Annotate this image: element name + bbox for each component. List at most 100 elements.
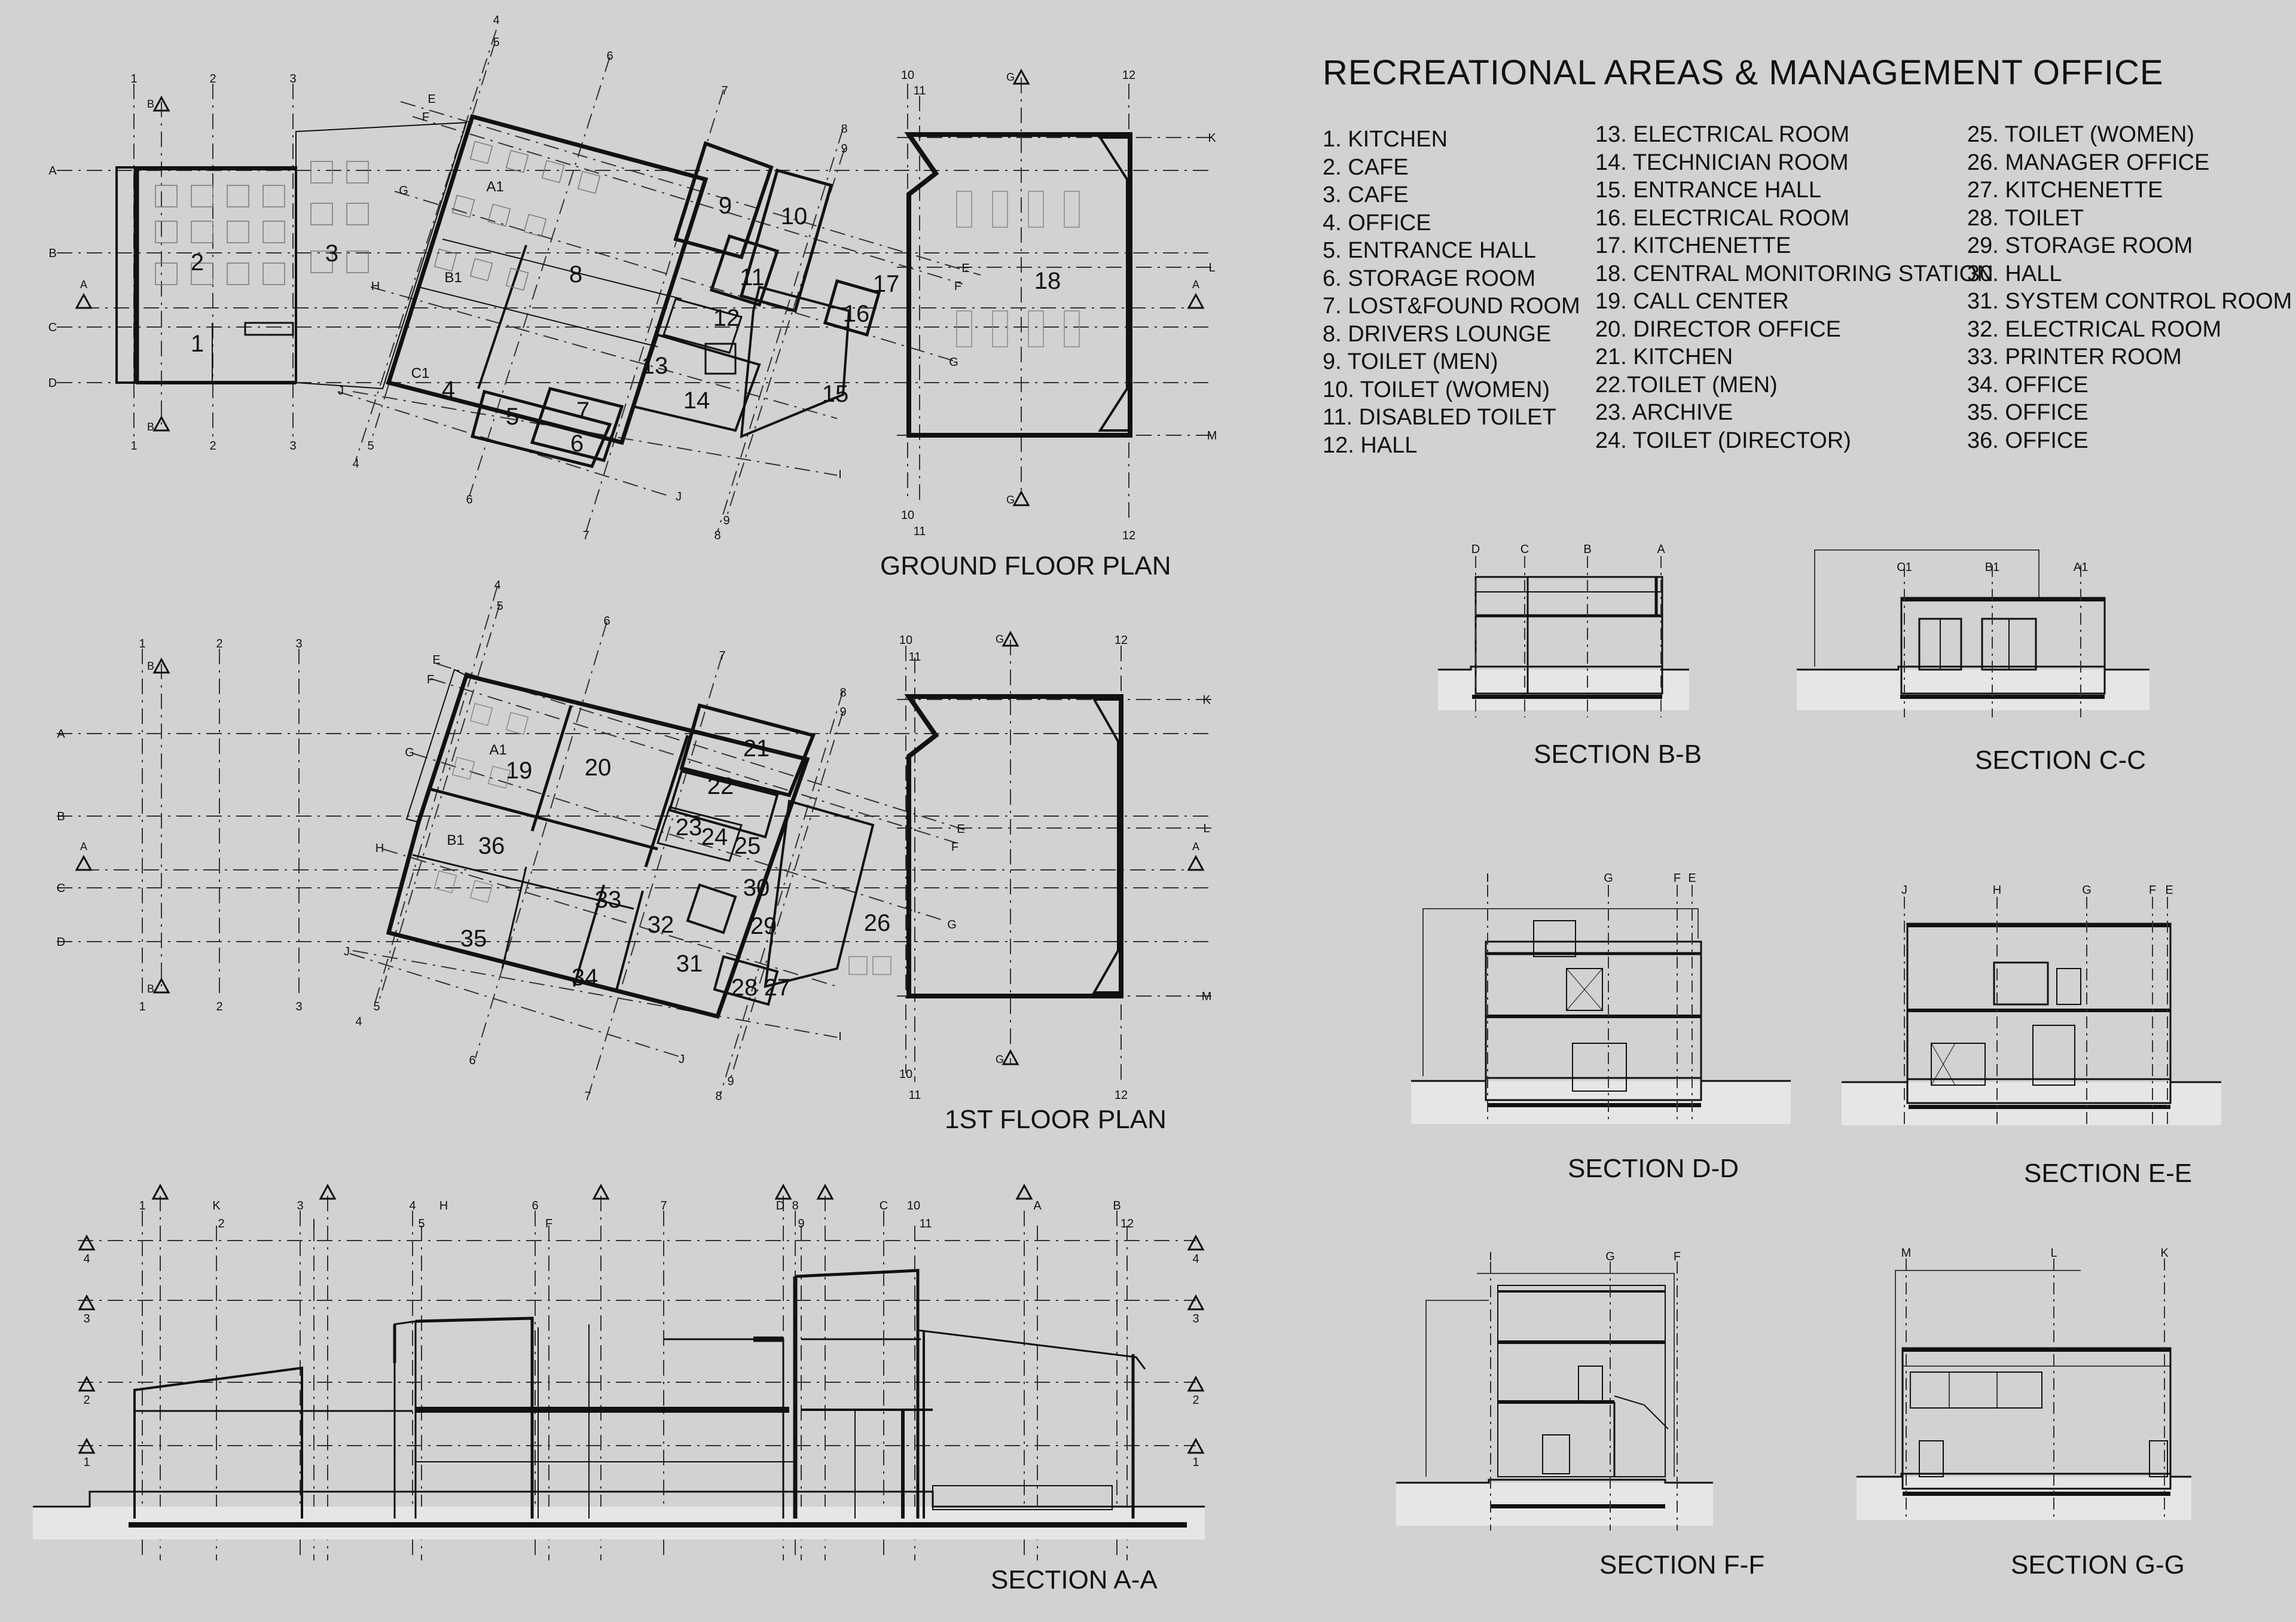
legend-item: 23. ARCHIVE xyxy=(1595,400,1733,425)
grid-label: 5 xyxy=(367,439,374,453)
section-aa-grid-label: 4 xyxy=(409,1199,416,1212)
section-grid-label: H xyxy=(1993,884,2001,897)
room-label: 34 xyxy=(572,964,599,991)
legend-item: 14. TECHNICIAN ROOM xyxy=(1595,149,1849,175)
room-label: 5 xyxy=(506,404,519,430)
legend-item: 30. HALL xyxy=(1967,261,2062,286)
grid-label: 3 xyxy=(289,72,296,85)
section-mark-label: B xyxy=(147,983,154,995)
grid-label: D xyxy=(48,377,57,390)
section-aa-grid-label: 1 xyxy=(139,1199,145,1212)
room-label: 25 xyxy=(734,833,761,859)
grid-label: I xyxy=(838,468,842,481)
grid-label: 10 xyxy=(899,634,912,647)
section-grid-label: I xyxy=(1489,1250,1492,1263)
section-ee-caption: SECTION E-E xyxy=(2024,1159,2193,1188)
level-label: 1 xyxy=(1192,1456,1199,1469)
section-aa-grid-label: F xyxy=(545,1217,552,1230)
section-aa-grid-label: I xyxy=(312,1217,316,1230)
section-dd-caption: SECTION D-D xyxy=(1568,1154,1739,1183)
room-label: 32 xyxy=(648,912,674,938)
sub-label: C1 xyxy=(411,365,430,381)
legend-item: 12. HALL xyxy=(1323,432,1418,458)
grid-line-h xyxy=(370,286,838,419)
grid-label: 5 xyxy=(493,36,499,49)
grid-label: 4 xyxy=(352,457,359,471)
grid-label: 11 xyxy=(909,650,921,664)
grid-line-7 xyxy=(585,89,724,533)
room-label: 17 xyxy=(873,271,900,297)
section-grid-label: G xyxy=(1605,1250,1615,1263)
grid-label: B xyxy=(57,810,65,823)
section-grid-label: E xyxy=(2165,884,2173,897)
legend-item: 8. DRIVERS LOUNGE xyxy=(1323,321,1552,347)
section-aa-grid-label: 7 xyxy=(660,1199,667,1212)
room-label: 24 xyxy=(701,824,728,850)
grid-line-8 xyxy=(717,128,844,533)
legend-item: 16. ELECTRICAL ROOM xyxy=(1595,205,1850,231)
grid-label: E xyxy=(961,262,969,275)
room-label: 15 xyxy=(822,381,849,407)
legend-item: 11. DISABLED TOILET xyxy=(1323,405,1556,430)
section-aa-grid-label: D xyxy=(776,1199,784,1212)
legend-item: 15. ENTRANCE HALL xyxy=(1595,178,1822,203)
legend-item: 36. OFFICE xyxy=(1967,427,2089,453)
grid-label: 8 xyxy=(714,529,720,542)
grid-line-h xyxy=(382,848,838,987)
legend-item: 21. KITCHEN xyxy=(1595,344,1733,369)
section-bb-drawing: D C B A xyxy=(1438,543,1689,717)
room-label: 13 xyxy=(642,353,668,379)
grid-label: 11 xyxy=(914,525,926,538)
room-label: 28 xyxy=(731,975,758,1001)
legend-item: 32. ELECTRICAL ROOM xyxy=(1967,316,2222,342)
legend-item: 1. KITCHEN xyxy=(1323,127,1448,152)
section-grid-label: C xyxy=(1521,543,1529,556)
grid-label: D xyxy=(57,936,65,949)
room-label: 30 xyxy=(743,875,770,901)
grid-line-4 xyxy=(355,29,497,461)
grid-label: G xyxy=(399,184,408,197)
first-floor-plan-caption: 1ST FLOOR PLAN xyxy=(945,1105,1167,1134)
section-mark-label: G xyxy=(996,633,1004,645)
grid-line-4 xyxy=(373,585,498,1008)
grid-label: C xyxy=(57,882,65,895)
section-grid-label: K xyxy=(2160,1247,2169,1260)
section-grid-label: E xyxy=(1688,872,1696,885)
grid-label: 7 xyxy=(719,649,725,662)
grid-label: 4 xyxy=(493,14,499,27)
legend-item: 27. KITCHENETTE xyxy=(1967,178,2163,203)
section-aa-drawing: 1 K 2 3 I 4 H 5 6 F 7 D 8 9 C 10 11 A B … xyxy=(33,1184,1205,1560)
grid-label: 9 xyxy=(841,142,847,155)
room-label: 27 xyxy=(764,975,791,1001)
grid-label: F xyxy=(427,673,434,686)
section-grid-label: I xyxy=(1486,872,1489,885)
section-grid-label: B1 xyxy=(1985,561,1999,574)
grid-line-i xyxy=(352,950,838,1038)
room-label: 6 xyxy=(570,430,584,457)
grid-label: 7 xyxy=(721,84,728,97)
legend-item: 26. MANAGER OFFICE xyxy=(1967,149,2210,175)
grid-label: 2 xyxy=(216,637,222,650)
level-label: 1 xyxy=(83,1456,90,1469)
legend-item: 13. ELECTRICAL ROOM xyxy=(1595,122,1850,147)
section-mark-label: G xyxy=(996,1053,1004,1065)
grid-label: G xyxy=(949,356,958,369)
section-grid-label: A xyxy=(1657,543,1665,556)
grid-label: F xyxy=(954,280,961,293)
grid-label: J xyxy=(338,384,344,398)
room-label: 10 xyxy=(781,203,808,230)
room-label: 14 xyxy=(683,387,710,414)
section-grid-label: C1 xyxy=(1897,561,1912,574)
grid-label: 2 xyxy=(209,439,216,453)
grid-label: K xyxy=(1202,694,1211,707)
room-label: 21 xyxy=(743,735,770,762)
level-label: 2 xyxy=(83,1394,90,1407)
sub-label: A1 xyxy=(489,742,506,758)
legend-item: 3. CAFE xyxy=(1323,182,1409,207)
room-label: 12 xyxy=(713,305,740,331)
legend-item: 29. STORAGE ROOM xyxy=(1967,233,2193,258)
grid-line-f xyxy=(412,116,963,285)
grid-label: 2 xyxy=(209,72,216,85)
